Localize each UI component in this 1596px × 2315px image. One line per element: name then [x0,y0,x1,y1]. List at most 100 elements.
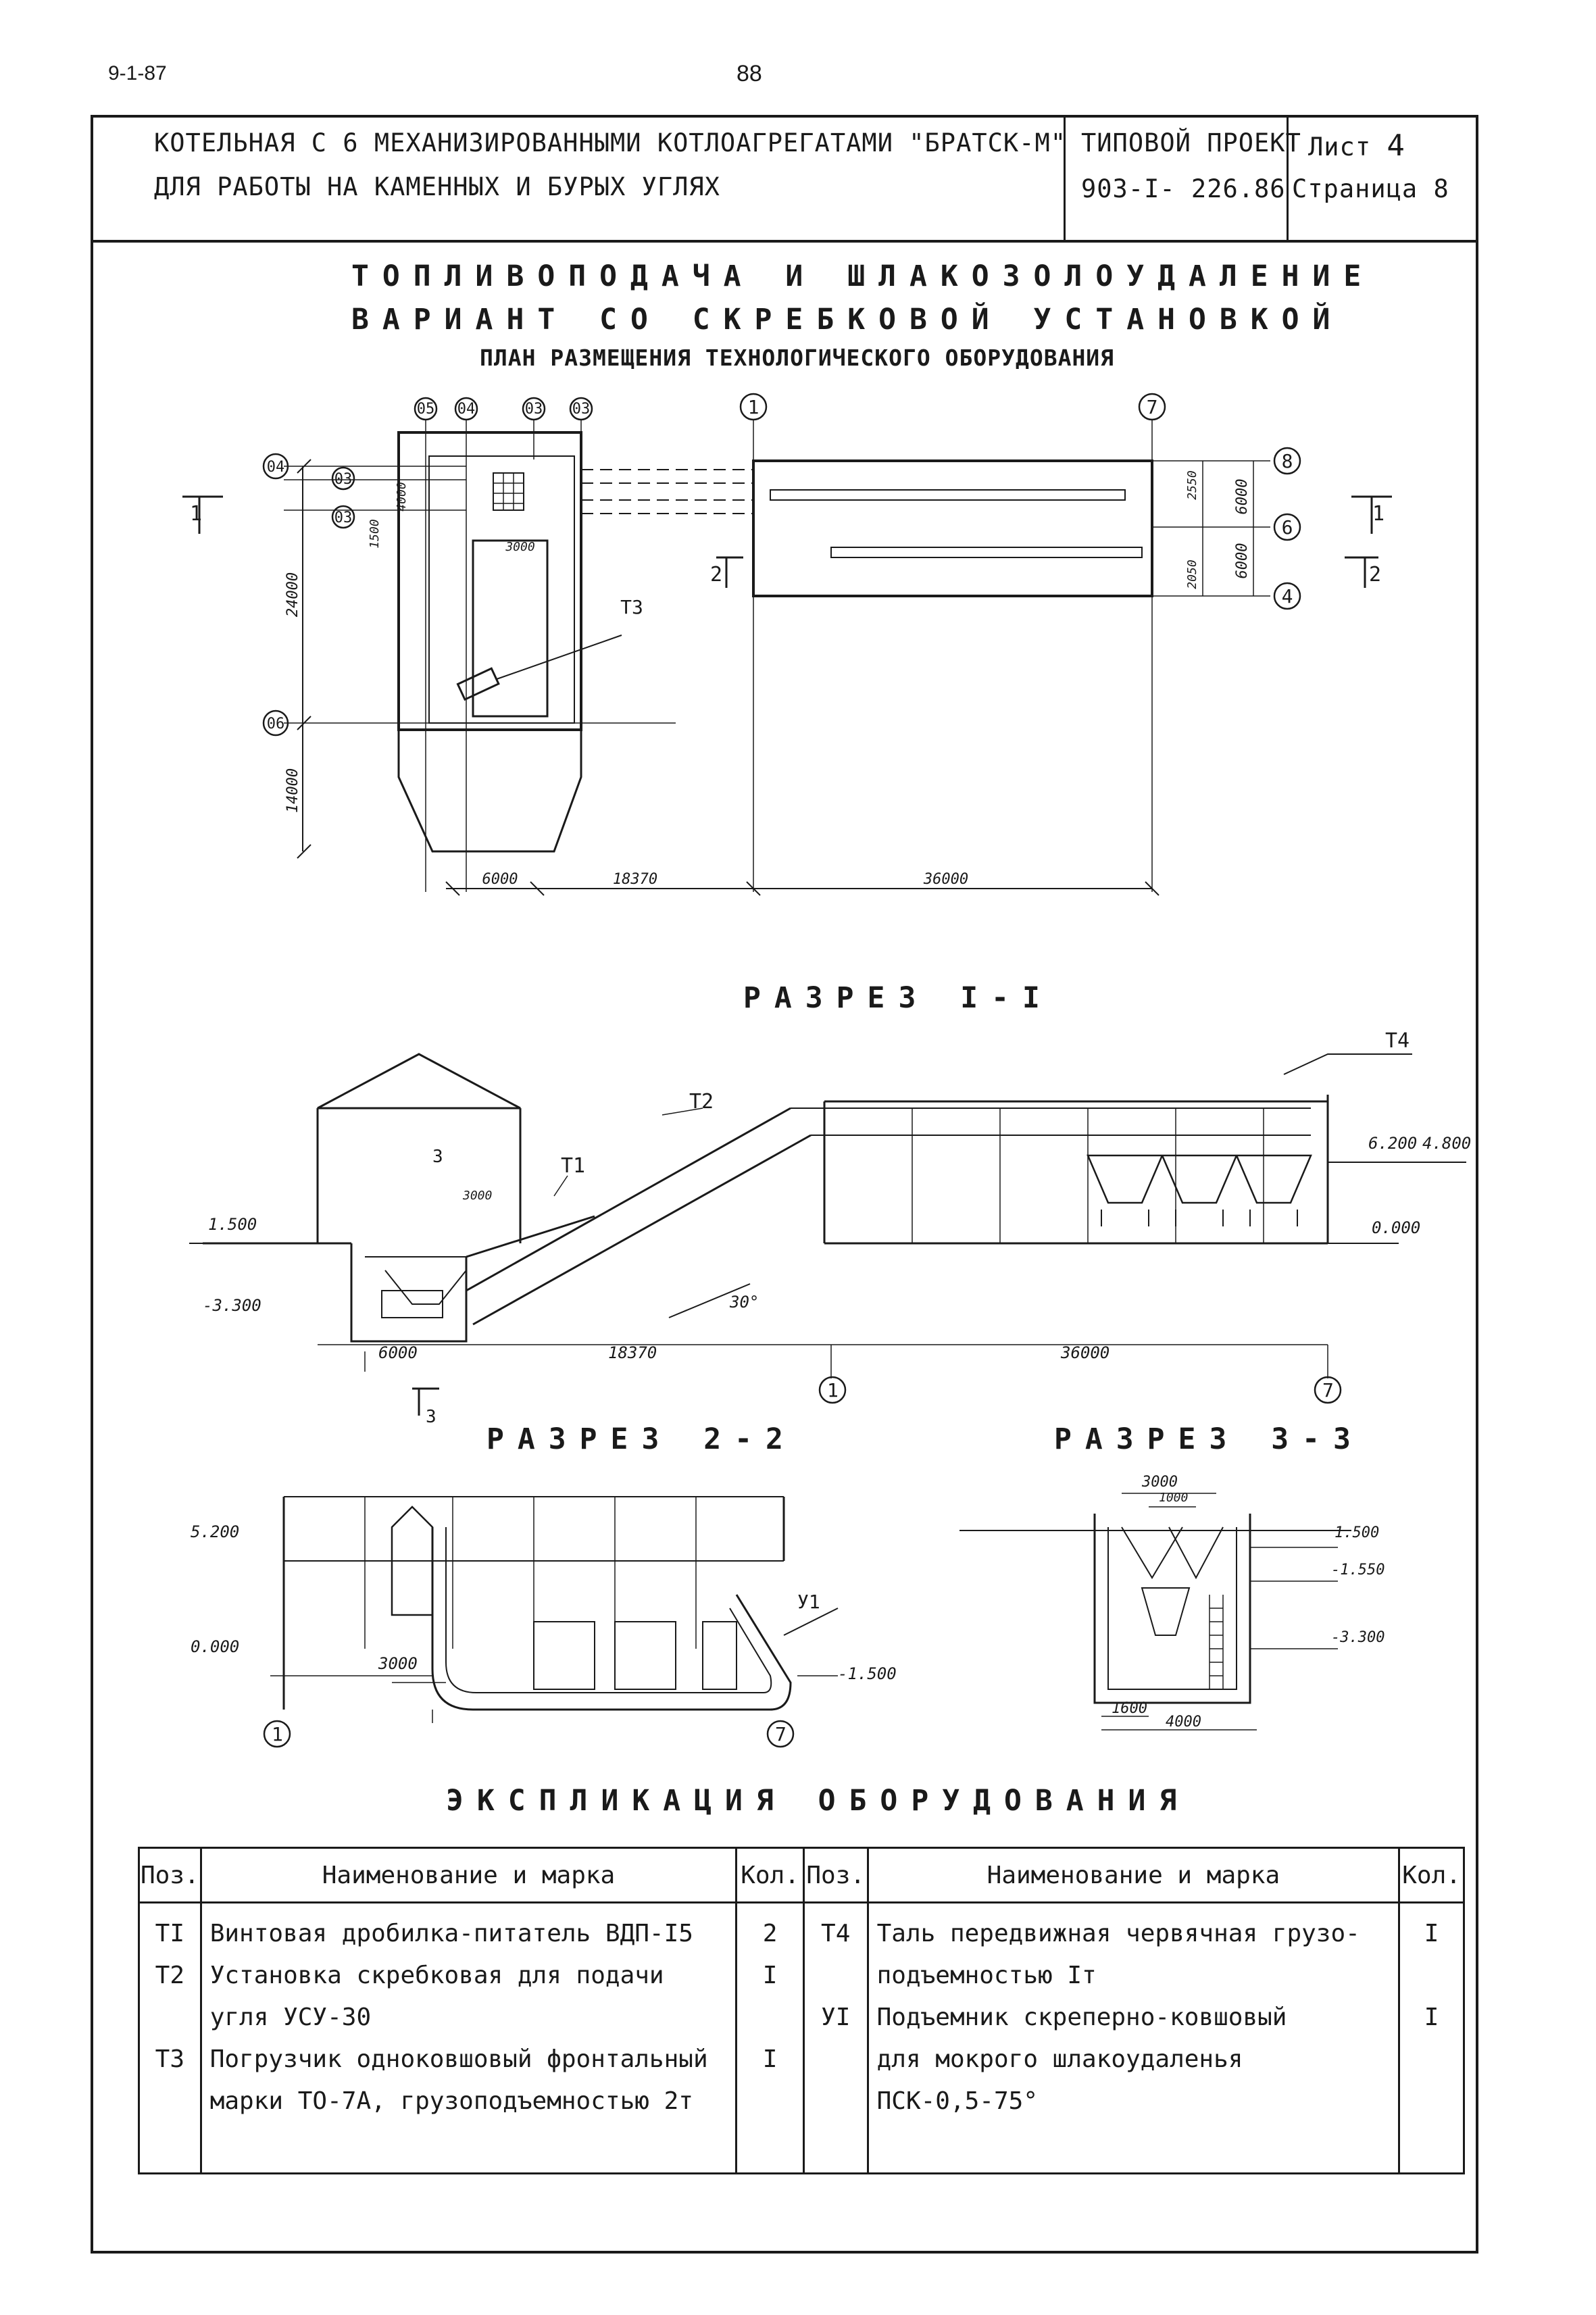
title-section-1: РАЗРЕЗ I-I [743,981,1053,1015]
svg-text:6000: 6000 [378,1343,418,1362]
header-bottom-line [91,240,1478,243]
project-number: 903-I- 226.86 [1081,174,1286,203]
svg-text:03: 03 [572,401,591,418]
svg-text:36000: 36000 [923,871,968,888]
table-body-row: ТI Т2 Т3 Винтовая дробилка-питатель ВДП-… [138,1901,1465,2174]
svg-text:5.200: 5.200 [191,1522,239,1541]
svg-text:6.200: 6.200 [1368,1134,1417,1153]
svg-text:36000: 36000 [1060,1343,1109,1362]
svg-text:1.500: 1.500 [208,1215,257,1234]
table-cell [738,1997,802,2039]
table-cell: Т2 [155,1962,185,1989]
table-cell: для мокрого шлакоудаленья [876,2045,1243,2073]
svg-text:24000: 24000 [284,572,301,617]
equipment-table: Поз. Наименование и марка Кол. Поз. Наим… [138,1847,1465,2174]
svg-text:1: 1 [1372,502,1385,526]
plan-axis-a: 05 [417,401,435,418]
svg-text:1000: 1000 [1159,1491,1188,1505]
svg-text:1: 1 [827,1379,839,1401]
drawing-frame [91,115,1478,2254]
table-cell: подъемностью Iт [876,1962,1097,1989]
project-label: ТИПОВОЙ ПРОЕКТ [1081,128,1301,157]
col-name-right: Наименование и марка [866,1847,1401,1903]
svg-text:7: 7 [1147,396,1158,418]
right-name-cell: Таль передвижная червячная грузо- подъем… [866,1901,1401,2174]
table-cell: угля УСУ-30 [209,2003,372,2031]
title-explication: ЭКСПЛИКАЦИЯ ОБОРУДОВАНИЯ [446,1784,1191,1818]
left-name-cell: Винтовая дробилка-питатель ВДП-I5 Устано… [199,1901,738,2174]
header-title-line1: КОТЕЛЬНАЯ С 6 МЕХАНИЗИРОВАННЫМИ КОТЛОАГР… [154,128,1067,157]
col-qty-left: Кол. [735,1847,805,1903]
svg-text:3000: 3000 [505,540,534,554]
svg-text:-3.300: -3.300 [203,1296,261,1315]
section-2-view [263,1496,839,1748]
svg-text:3000: 3000 [462,1189,492,1203]
title-section-3: РАЗРЕЗ 3-3 [1054,1422,1364,1456]
table-cell [805,1955,866,1997]
table-cell: Погрузчик одноковшовый фронтальный [209,2045,708,2073]
svg-text:Т4: Т4 [1385,1029,1410,1053]
table-cell: марки ТО-7А, грузоподъемностью 2т [209,2087,693,2115]
svg-text:6000: 6000 [1234,479,1251,515]
svg-text:2: 2 [710,563,722,587]
table-cell: Таль передвижная червячная грузо- [876,1920,1360,1947]
table-header-row: Поз. Наименование и марка Кол. Поз. Наим… [138,1847,1465,1903]
table-cell: Установка скребковая для подачи [209,1962,664,1989]
title-section-2: РАЗРЕЗ 2-2 [487,1422,797,1456]
svg-text:1600: 1600 [1112,1700,1147,1717]
svg-text:4000: 4000 [395,482,409,511]
table-cell: I [1424,1920,1439,1947]
svg-text:6000: 6000 [1234,543,1251,579]
col-qty-right: Кол. [1398,1847,1465,1903]
svg-text:2050: 2050 [1185,559,1199,589]
svg-text:0.000: 0.000 [1372,1218,1420,1237]
svg-text:Т3: Т3 [620,596,643,618]
plan-view [182,393,1392,896]
table-cell: УI [821,2003,851,2031]
table-cell: ТI [155,1920,185,1947]
table-cell [805,2039,866,2081]
header-divider-1 [1064,115,1066,241]
table-cell: Т4 [821,1920,851,1947]
header-title-line2: ДЛЯ РАБОТЫ НА КАМЕННЫХ И БУРЫХ УГЛЯХ [154,172,720,201]
page-label: Страница 8 [1292,174,1449,203]
table-cell [141,2081,199,2122]
svg-text:Т1: Т1 [561,1154,585,1178]
svg-text:2: 2 [1369,563,1381,587]
left-pos-cell: ТI Т2 Т3 [138,1901,202,2174]
section-3-view [959,1493,1351,1731]
table-cell [141,1997,199,2039]
title-variant: ВАРИАНТ СО СКРЕБКОВОЙ УСТАНОВКОЙ [351,303,1344,337]
svg-text:3: 3 [432,1147,443,1167]
table-cell: ПСК-0,5-75° [876,2087,1039,2115]
svg-text:4000: 4000 [1166,1714,1201,1731]
svg-text:1: 1 [748,396,759,418]
svg-text:1.500: 1.500 [1335,1524,1379,1541]
col-pos-right: Поз. [802,1847,869,1903]
svg-text:0.000: 0.000 [191,1637,239,1656]
svg-text:18370: 18370 [613,871,657,888]
header-divider-2 [1287,115,1289,241]
svg-text:04: 04 [267,459,285,476]
svg-text:8: 8 [1282,450,1293,472]
table-cell: I [1424,2003,1439,2031]
table-cell [738,2081,802,2122]
table-cell [1401,1955,1462,1997]
right-qty-cell: I I [1398,1901,1465,2174]
svg-text:6000: 6000 [482,871,518,888]
svg-text:14000: 14000 [284,768,301,813]
table-cell: Подъемник скреперно-ковшовый [876,2003,1287,2031]
svg-text:03: 03 [334,509,353,526]
right-pos-cell: Т4 УI [802,1901,869,2174]
svg-text:2550: 2550 [1185,470,1199,499]
col-name-left: Наименование и марка [199,1847,738,1903]
svg-text:03: 03 [525,401,543,418]
title-plan: ПЛАН РАЗМЕЩЕНИЯ ТЕХНОЛОГИЧЕСКОГО ОБОРУДО… [480,345,1115,371]
table-cell: I [762,1962,778,1989]
svg-text:30°: 30° [729,1293,759,1312]
table-cell [1401,2081,1462,2122]
svg-text:-1.500: -1.500 [838,1664,897,1683]
title-main: ТОПЛИВОПОДАЧА И ШЛАКОЗОЛОУДАЛЕНИЕ [351,259,1375,293]
table-cell: 2 [762,1920,778,1947]
svg-text:3000: 3000 [378,1654,418,1673]
